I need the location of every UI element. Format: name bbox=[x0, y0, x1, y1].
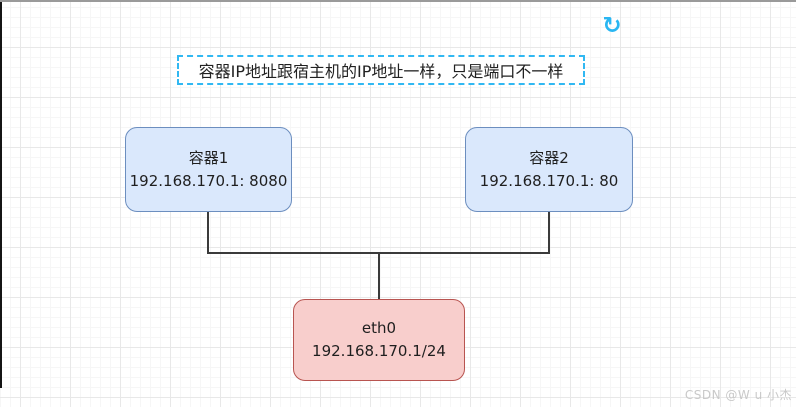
note-text-box[interactable]: 容器IP地址跟宿主机的IP地址一样，只是端口不一样 bbox=[177, 55, 585, 85]
shape-container1-title: 容器1 bbox=[188, 148, 229, 167]
shape-eth0-title: eth0 bbox=[361, 319, 397, 337]
connector-container2-segment[interactable] bbox=[548, 211, 550, 254]
note-text: 容器IP地址跟宿主机的IP地址一样，只是端口不一样 bbox=[198, 62, 564, 81]
canvas-left-border bbox=[0, 2, 2, 388]
shape-container1-subtitle: 192.168.170.1: 8080 bbox=[129, 171, 288, 190]
shape-container2[interactable]: 容器2 192.168.170.1: 80 bbox=[465, 127, 633, 212]
refresh-button[interactable]: ↻ bbox=[599, 13, 625, 39]
shape-container2-subtitle: 192.168.170.1: 80 bbox=[479, 171, 619, 190]
shape-eth0-subtitle: 192.168.170.1/24 bbox=[312, 342, 446, 360]
csdn-watermark: CSDN @W u 小杰 bbox=[684, 388, 792, 402]
canvas-top-border bbox=[0, 0, 796, 2]
connector-eth0-segment[interactable] bbox=[378, 252, 380, 300]
connector-container1-segment[interactable] bbox=[207, 211, 209, 254]
shape-container1[interactable]: 容器1 192.168.170.1: 8080 bbox=[125, 127, 292, 212]
shape-eth0[interactable]: eth0 192.168.170.1/24 bbox=[293, 299, 465, 381]
shape-container2-title: 容器2 bbox=[529, 148, 569, 167]
refresh-icon: ↻ bbox=[602, 13, 622, 39]
